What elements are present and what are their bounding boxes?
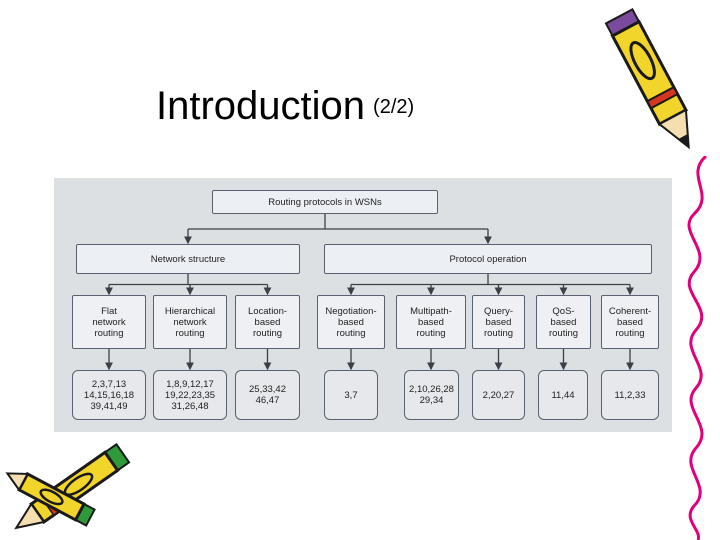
protocol-box: QoS- based routing bbox=[536, 295, 591, 349]
reference-box: 1,8,9,12,17 19,22,23,35 31,26,48 bbox=[153, 370, 227, 420]
protocol-box: Flat network routing bbox=[72, 295, 146, 349]
protocol-box: Query- based routing bbox=[472, 295, 525, 349]
protocol-box: Hierarchical network routing bbox=[153, 295, 227, 349]
category-protocol-operation: Protocol operation bbox=[324, 244, 652, 274]
reference-box: 2,10,26,28 29,34 bbox=[404, 370, 459, 420]
protocol-box: Negotiation- based routing bbox=[317, 295, 385, 349]
routing-taxonomy-diagram: Routing protocols in WSNs Network struct… bbox=[54, 178, 672, 432]
slide-title-page: (2/2) bbox=[373, 96, 415, 118]
connector-lines bbox=[105, 214, 634, 371]
protocol-box: Multipath- based routing bbox=[396, 295, 466, 349]
reference-box: 2,20,27 bbox=[472, 370, 525, 420]
slide-title: Introduction (2/2) bbox=[156, 84, 414, 134]
reference-box: 2,3,7,13 14,15,16,18 39,41,49 bbox=[72, 370, 146, 420]
protocol-box: Coherent- based routing bbox=[601, 295, 659, 349]
slide-title-main: Introduction bbox=[156, 84, 366, 128]
squiggle-line-icon bbox=[687, 156, 708, 540]
reference-box: 11,44 bbox=[538, 370, 588, 420]
pencil-icon bbox=[604, 8, 690, 150]
reference-box: 11,2,33 bbox=[601, 370, 659, 420]
category-network-structure: Network structure bbox=[76, 244, 300, 274]
reference-box: 25,33,42 46,47 bbox=[235, 370, 300, 420]
reference-box: 3,7 bbox=[324, 370, 378, 420]
root-node: Routing protocols in WSNs bbox=[212, 190, 438, 214]
protocol-box: Location- based routing bbox=[235, 295, 300, 349]
pencil-icon bbox=[5, 471, 96, 527]
